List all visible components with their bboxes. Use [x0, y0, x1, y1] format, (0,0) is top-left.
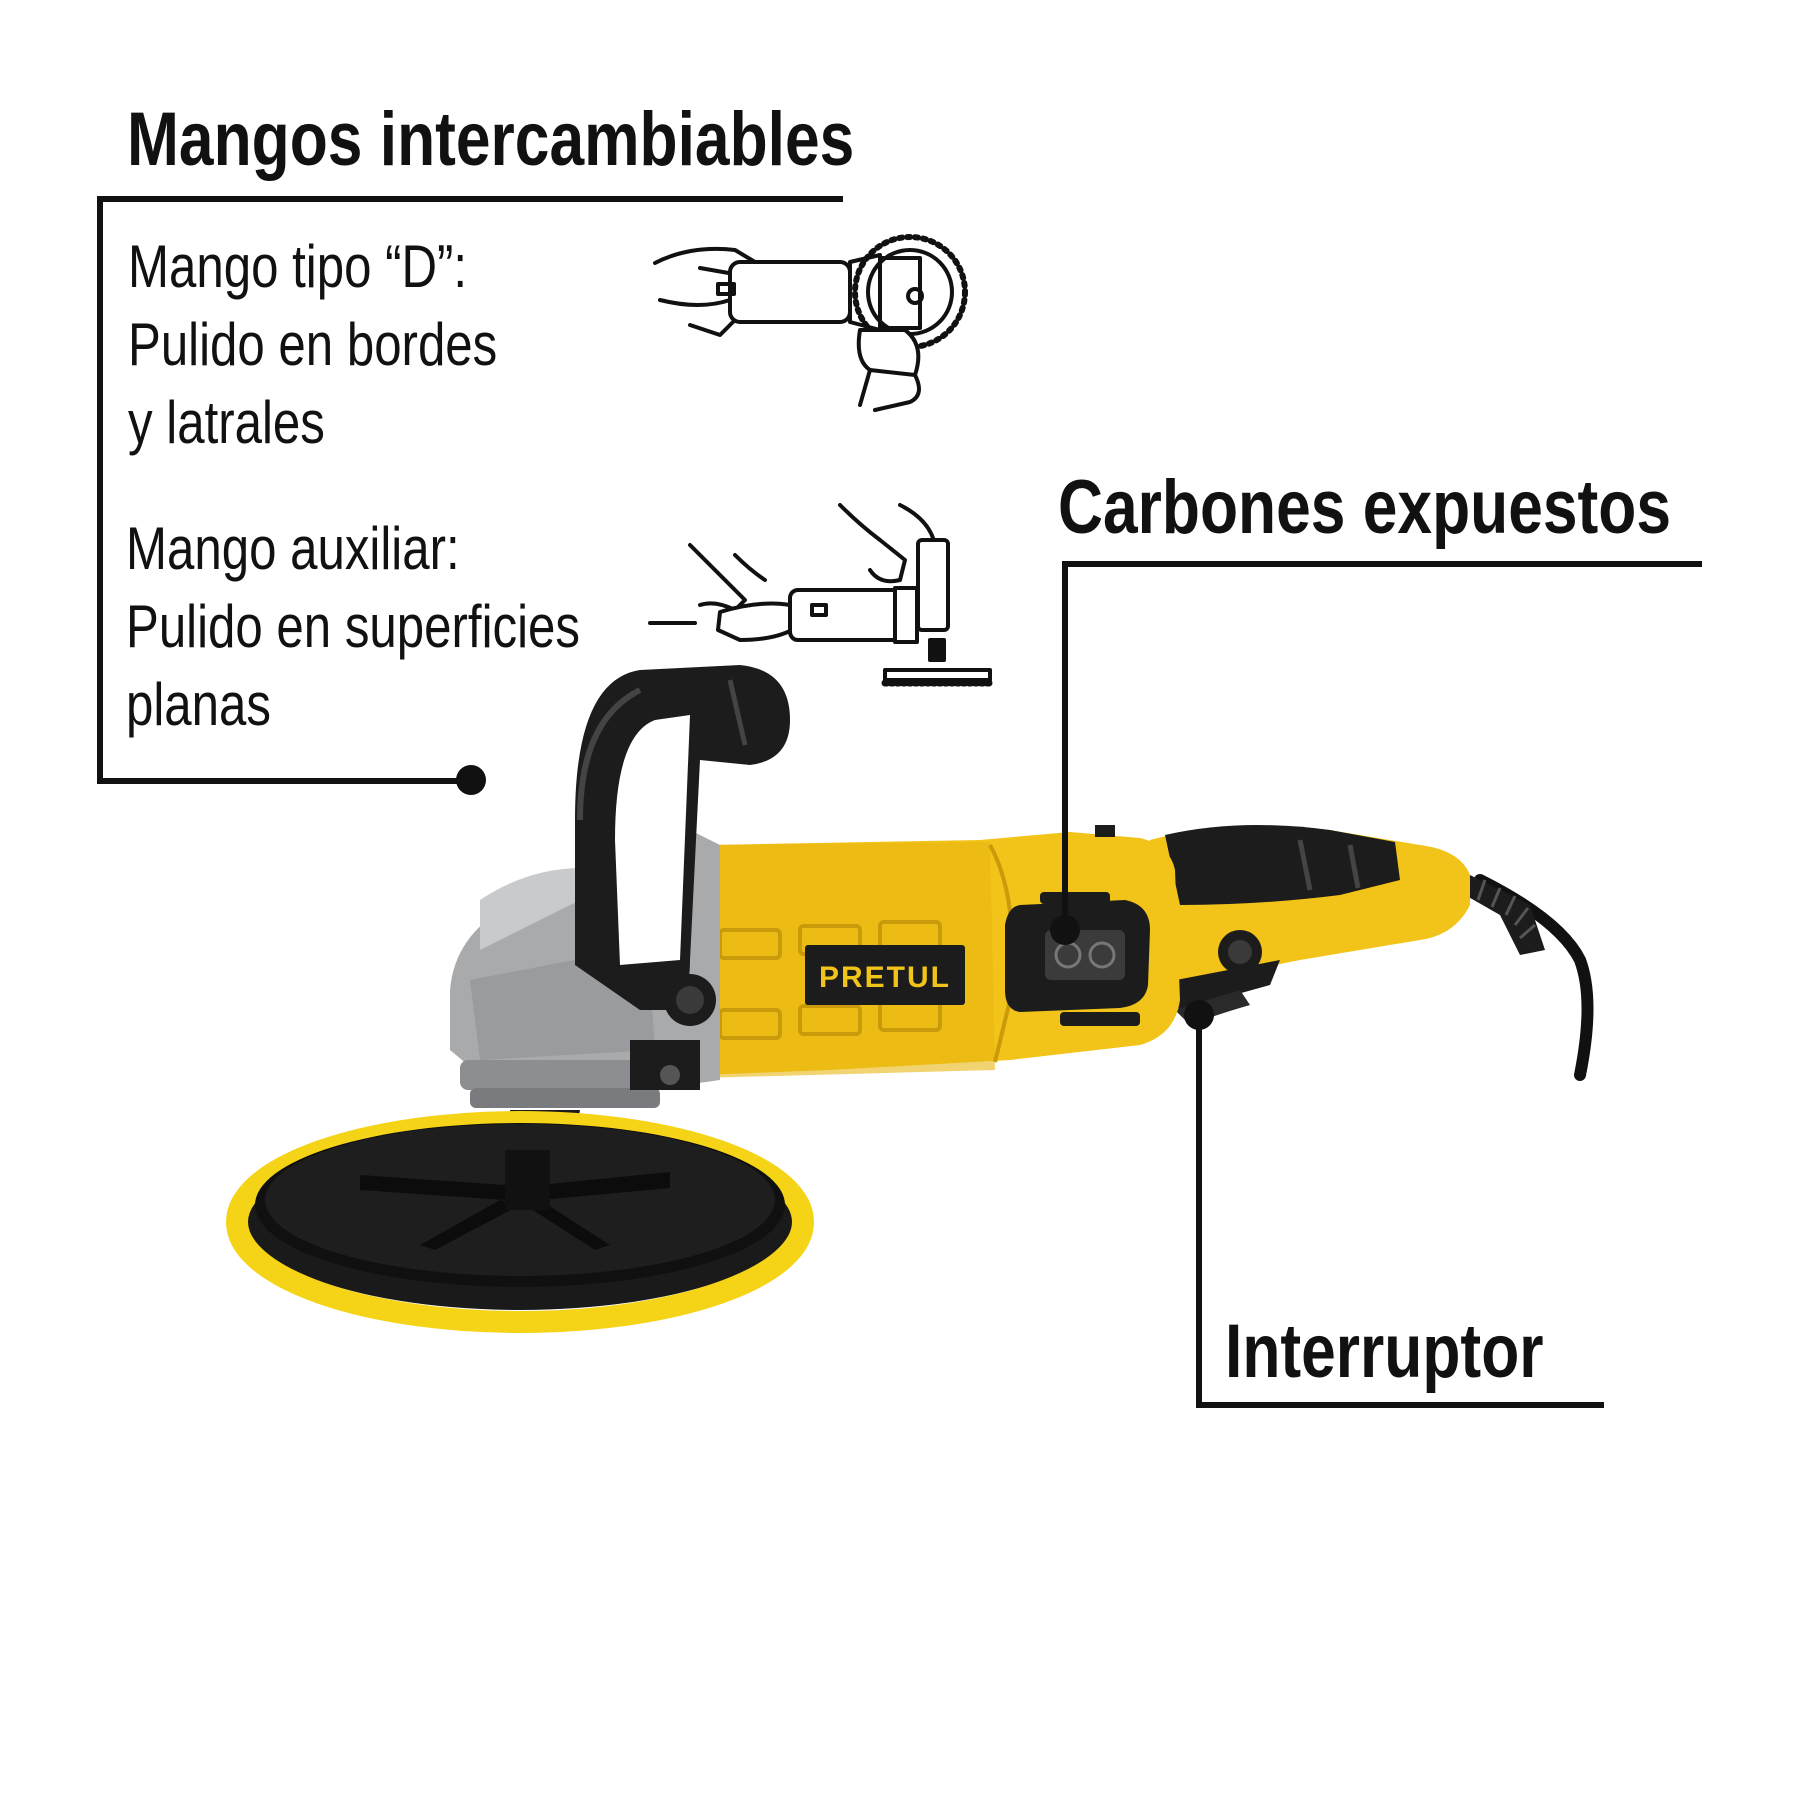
callout-handles-top-line [97, 196, 843, 202]
d-handle-description: Mango tipo “D”: Pulido en bordes y latra… [128, 228, 497, 462]
callout-brushes-dot [1050, 915, 1080, 945]
callout-brushes-title: Carbones expuestos [1058, 465, 1672, 550]
d-handle-line-3: y latrales [128, 389, 325, 456]
callout-switch-bottom-line [1196, 1402, 1604, 1408]
callout-brushes-top-line [1062, 561, 1702, 567]
aux-handle-line-3: planas [126, 671, 271, 738]
aux-handle-description: Mango auxiliar: Pulido en superficies pl… [126, 510, 580, 744]
callout-handles-side-line [97, 196, 103, 784]
callout-brushes-side-line [1062, 561, 1068, 928]
auxiliary-handle-usage-icon [648, 503, 994, 687]
callout-handles-bottom-line [97, 778, 470, 784]
callout-switch-title: Interruptor [1225, 1309, 1544, 1394]
brand-label: PRETUL [819, 961, 951, 994]
d-handle-line-2: Pulido en bordes [128, 311, 498, 378]
aux-handle-line-2: Pulido en superficies [126, 593, 580, 660]
d-handle-usage-icon [653, 234, 968, 412]
d-handle-line-1: Mango tipo “D”: [128, 233, 468, 300]
callout-handles-title: Mangos intercambiables [127, 97, 855, 182]
callout-handles-dot [456, 765, 486, 795]
aux-handle-line-1: Mango auxiliar: [126, 515, 460, 582]
brand-plate [805, 945, 965, 1005]
callout-switch-side-line [1196, 1016, 1202, 1408]
